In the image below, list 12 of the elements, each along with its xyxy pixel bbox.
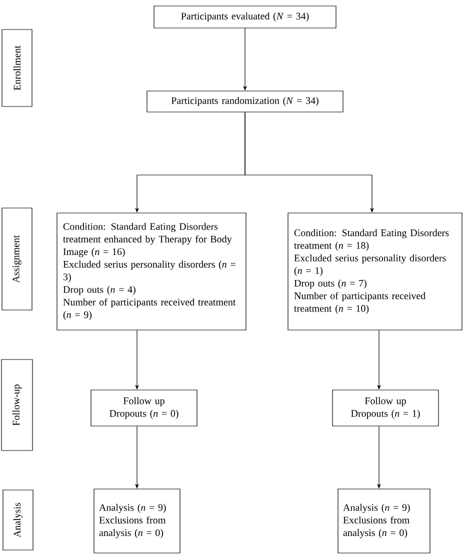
stage-label-box: Follow-up	[1, 359, 33, 451]
flow-box: Analysis (n = 9) Exclusions from analysis (n = 0)	[338, 488, 430, 554]
flow-box: Condition: Standard Eating Disorders treatment (n = 18) Excluded serius personality disorders (n = 1) Drop outs (n = 7) Number of participants received treatment (n = 10)	[288, 212, 462, 330]
flow-box: Participants randomization (N = 34)	[146, 90, 344, 112]
flow-box: Analysis (n = 9) Exclusions from analysis (n = 0)	[94, 488, 180, 554]
flow-box: Follow up Dropouts (n = 1)	[332, 390, 439, 426]
stage-label-box: Assignment	[2, 208, 32, 310]
flow-box: Condition: Standard Eating Disorders treatment enhanced by Therapy for Body Image (n = 16) Excluded serius personality disorders (n = 3) Drop outs (n = 4) Number of participants received treatment (n = 9)	[56, 212, 246, 330]
stage-label-box: Enrollment	[2, 29, 32, 107]
flow-box: Participants evaluated (N = 34)	[154, 6, 336, 28]
stage-label-box: Analysis	[2, 490, 34, 550]
flow-box: Follow up Dropouts (n = 0)	[90, 390, 198, 426]
